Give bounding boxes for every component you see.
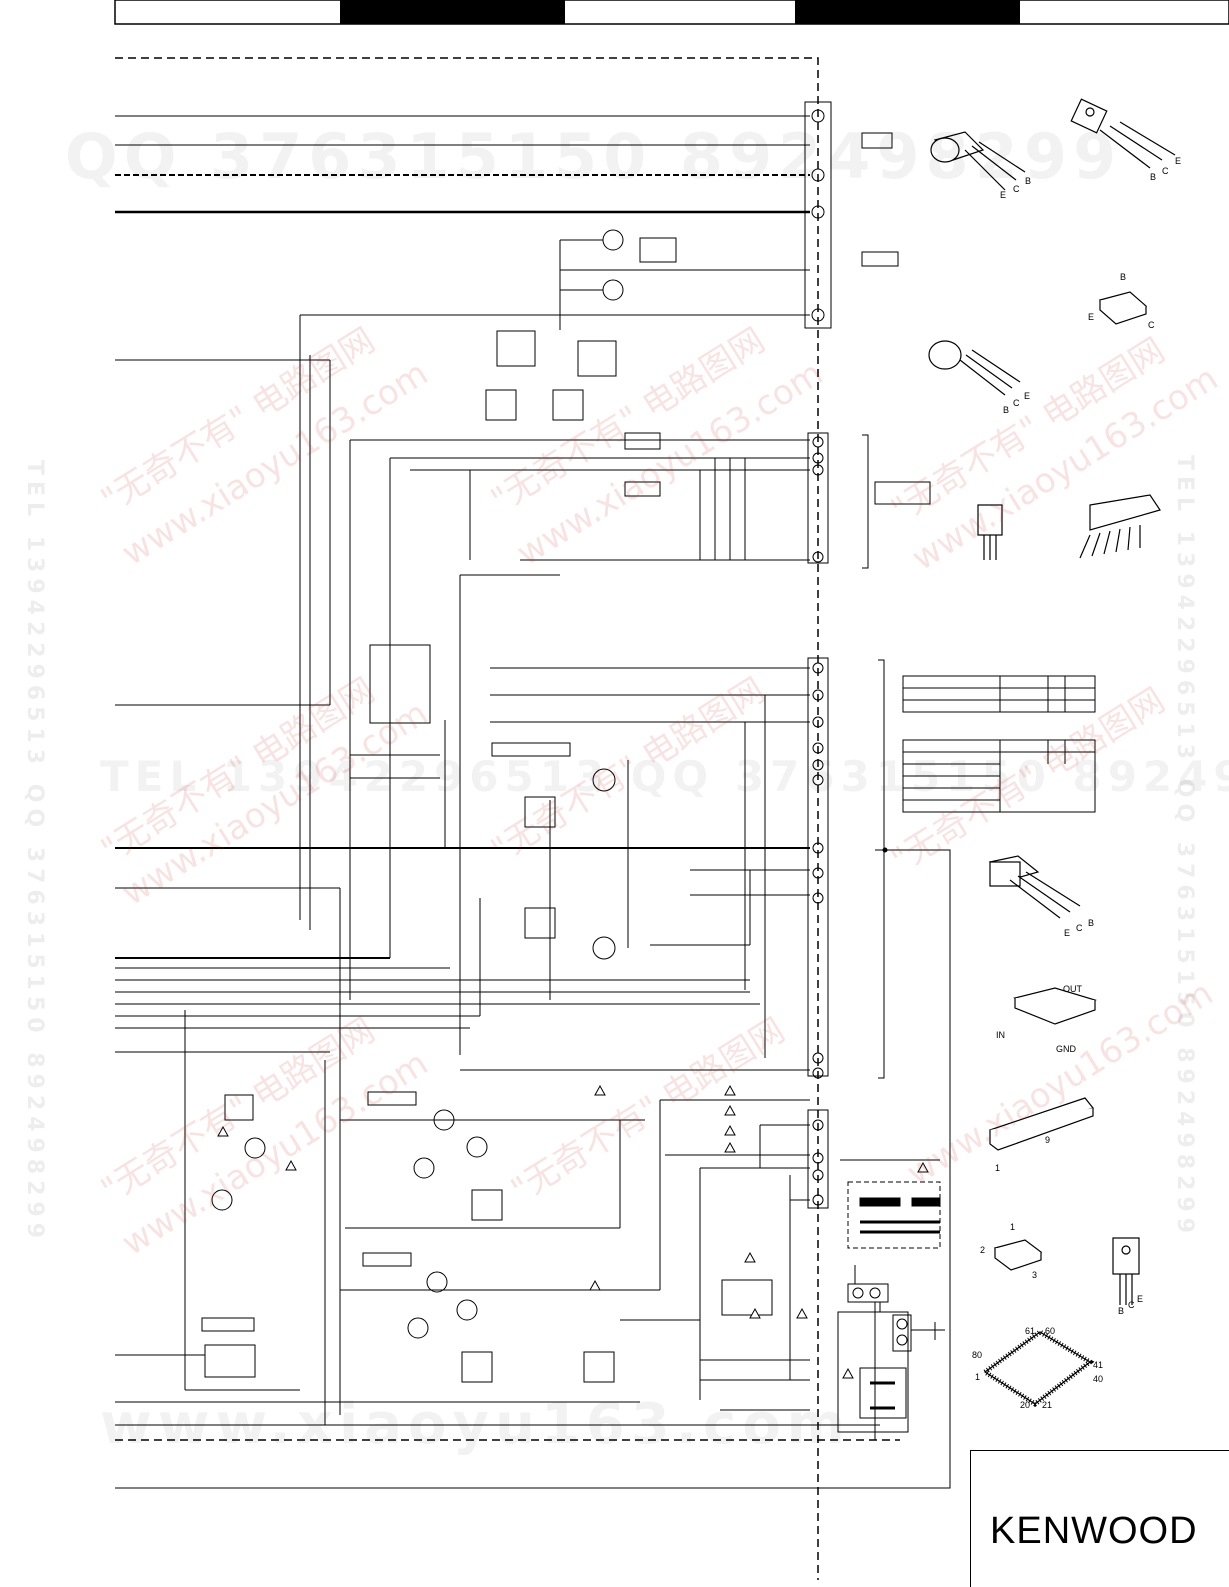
pin-label-21: 21	[1042, 1400, 1053, 1410]
pin-label-in: IN	[996, 1030, 1005, 1040]
header-bar	[114, 0, 1229, 25]
pin-label-e: E	[1137, 1294, 1144, 1304]
pin-label-gnd: GND	[1056, 1044, 1076, 1054]
pin-label-e: E	[1088, 312, 1095, 322]
pin-label-41: 41	[1093, 1360, 1104, 1370]
pin-label-60: 60	[1045, 1326, 1056, 1336]
pin-label-2: 2	[980, 1245, 986, 1255]
pin-label-80: 80	[972, 1350, 983, 1360]
pin-label-c: C	[1162, 166, 1169, 176]
pin-label-40: 40	[1093, 1374, 1104, 1384]
pin-label-1: 1	[975, 1372, 981, 1382]
pin-label-e: E	[1064, 928, 1071, 938]
pin-label-b: B	[1118, 1306, 1125, 1316]
pin-label-c: C	[1128, 1300, 1135, 1310]
pin-label-c: C	[1013, 184, 1020, 194]
pin-label-out: OUT	[1063, 984, 1082, 994]
pin-label-e: E	[1000, 190, 1007, 200]
pin-label-e: E	[1175, 156, 1182, 166]
pin-label-b: B	[1120, 272, 1127, 282]
pin-label-20: 20	[1020, 1400, 1031, 1410]
pin-label-9: 9	[1045, 1135, 1051, 1145]
pin-label-1: 1	[995, 1163, 1001, 1173]
pin-label-c: C	[1076, 923, 1083, 933]
title-block	[970, 1450, 1229, 1587]
pin-label-b: B	[1025, 176, 1032, 186]
pin-label-3: 3	[1032, 1270, 1038, 1280]
pin-label-b: B	[1003, 405, 1010, 415]
pin-label-c: C	[1148, 320, 1155, 330]
brand-logo: KENWOOD	[990, 1510, 1198, 1552]
pin-label-b: B	[1088, 918, 1095, 928]
pin-label-b: B	[1150, 172, 1157, 182]
pin-label-e: E	[1024, 391, 1031, 401]
pin-label-61: 61	[1025, 1326, 1036, 1336]
pin-label-1: 1	[1010, 1222, 1016, 1232]
pin-label-c: C	[1013, 398, 1020, 408]
